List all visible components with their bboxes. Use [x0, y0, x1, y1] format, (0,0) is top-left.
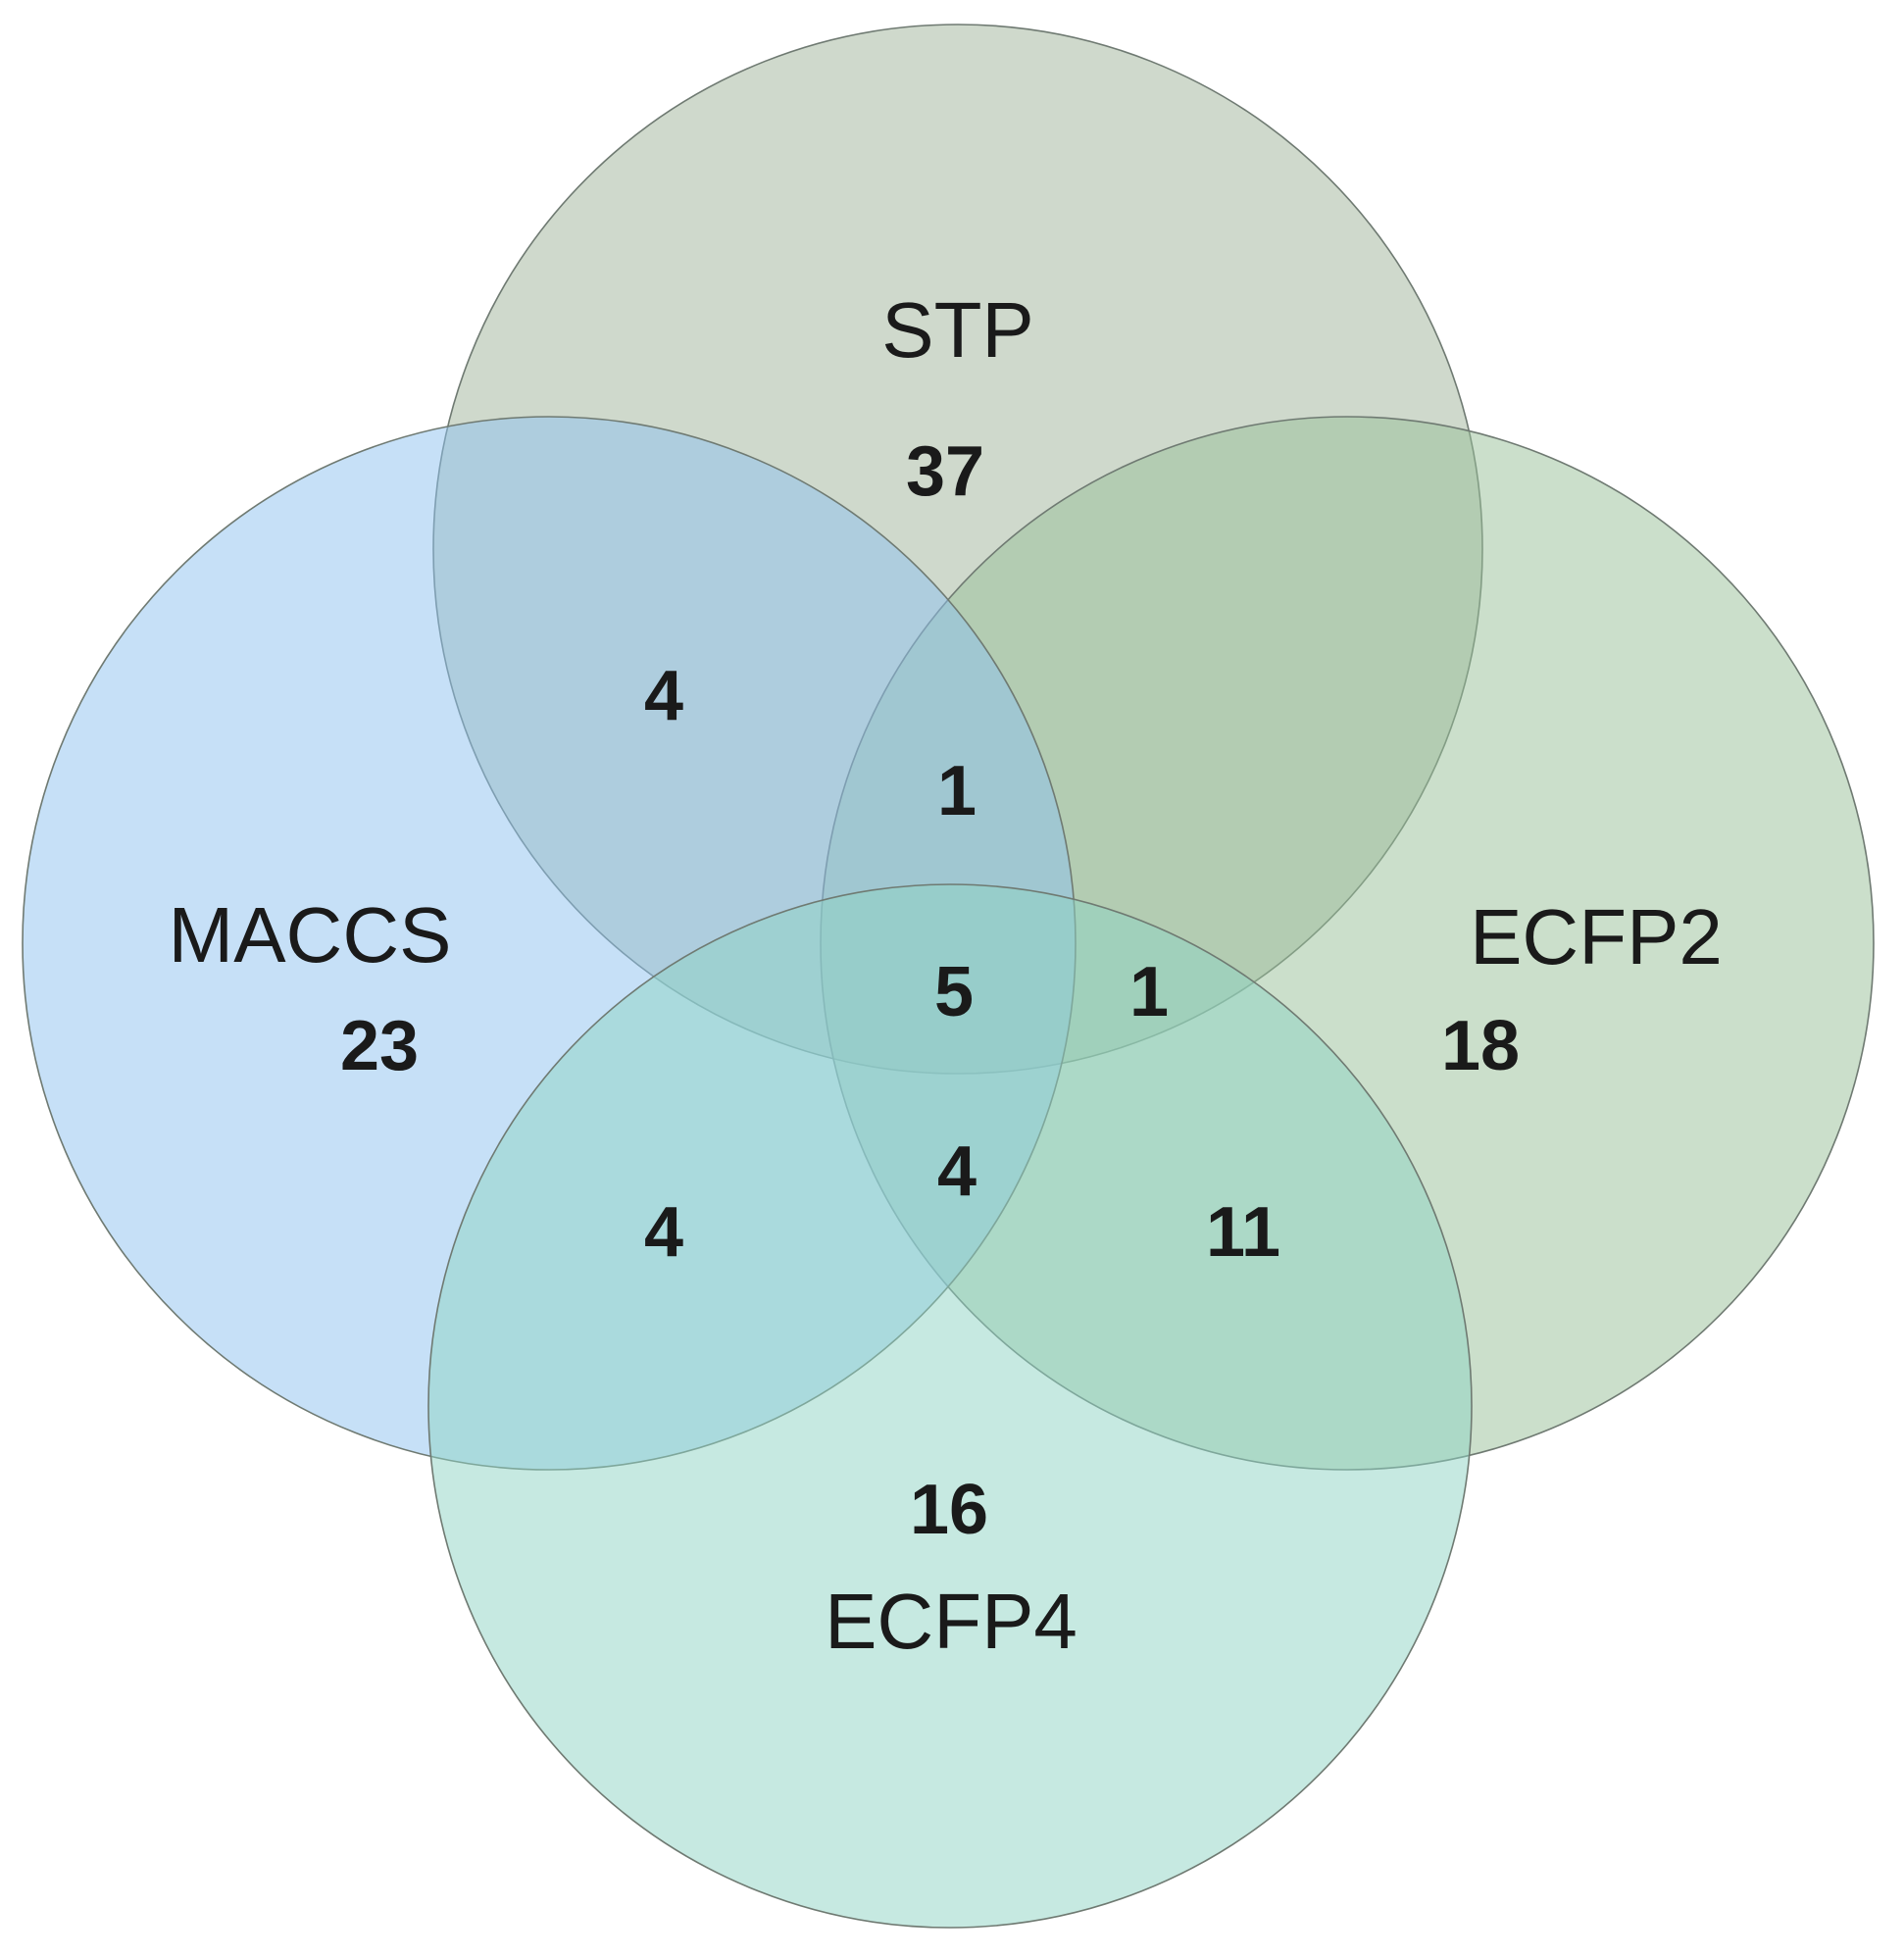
- stp-label: STP: [881, 286, 1034, 374]
- region-ecfp2-ecfp4: 11: [1206, 1193, 1280, 1272]
- region-stp-only: 37: [906, 432, 984, 511]
- region-maccs-ecfp2-ecfp4: 4: [937, 1132, 977, 1211]
- region-ecfp4-only: 16: [910, 1471, 988, 1549]
- region-stp-ecfp2-ecfp4: 1: [1129, 953, 1169, 1031]
- region-maccs-ecfp4: 4: [644, 1193, 683, 1272]
- region-maccs-only: 23: [340, 1007, 419, 1085]
- ecfp2-label: ECFP2: [1470, 893, 1723, 980]
- ecfp4-label: ECFP4: [825, 1578, 1077, 1665]
- ecfp4-circle: [427, 883, 1473, 1929]
- region-stp-maccs-ecfp2: 1: [937, 752, 977, 830]
- region-all-four: 5: [934, 953, 974, 1031]
- region-ecfp2-only: 18: [1441, 1007, 1520, 1085]
- maccs-label: MACCS: [169, 891, 452, 979]
- region-stp-maccs: 4: [644, 657, 683, 735]
